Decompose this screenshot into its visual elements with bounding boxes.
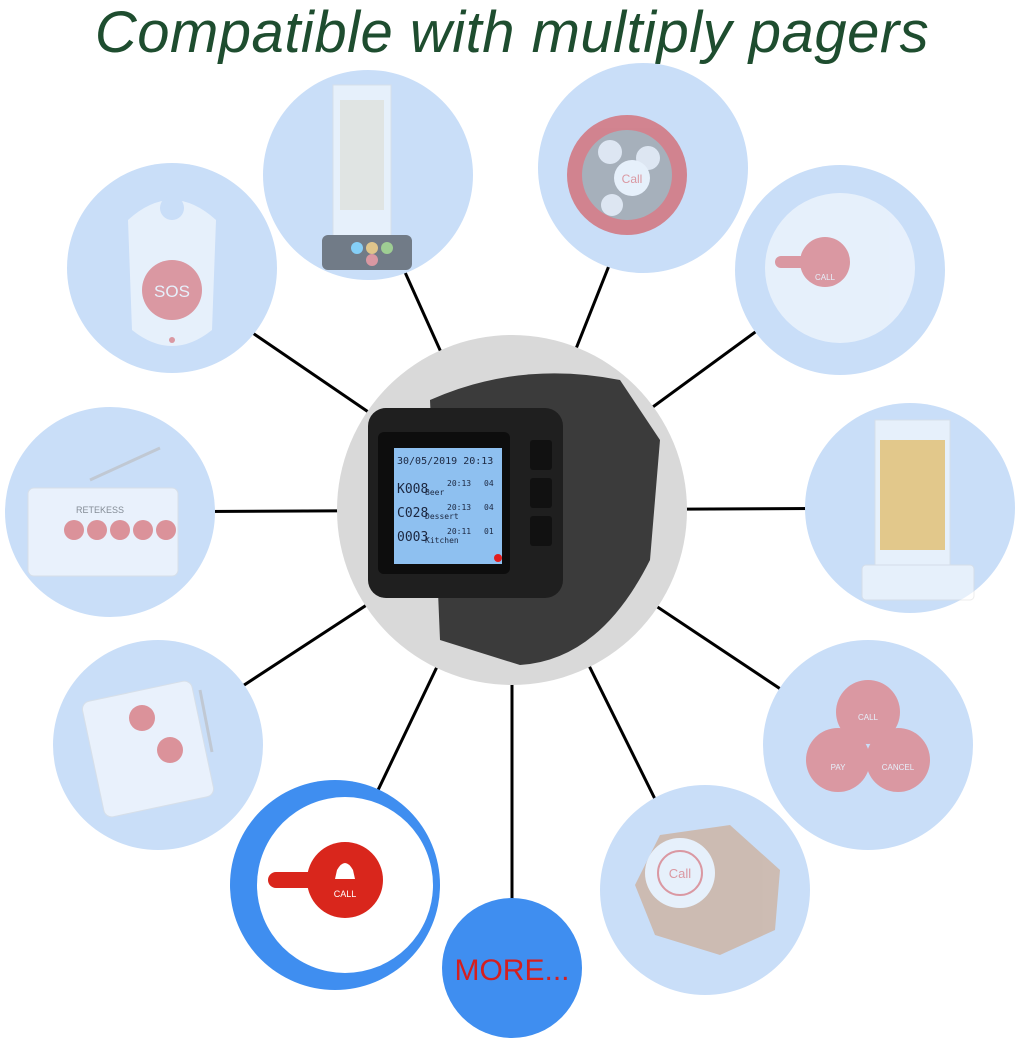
three-button-pager-icon: CALL PAY CANCEL	[806, 680, 930, 792]
watch-row-time: 20:13	[447, 503, 471, 512]
watch-row-num: 04	[484, 479, 494, 488]
three-pay-label: PAY	[831, 763, 846, 772]
round-call-button-icon: Call	[567, 115, 687, 235]
call-white-label: CALL	[815, 273, 836, 282]
sos-label: SOS	[154, 282, 190, 301]
highlight-call-label: CALL	[334, 889, 357, 899]
remote-5-brand: RETEKESS	[76, 505, 124, 515]
watch-row-time: 20:13	[447, 479, 471, 488]
watch-row-label: Kitchen	[425, 536, 459, 545]
watch-row-code: C028	[397, 506, 428, 521]
watch-date-time: 30/05/2019 20:13	[397, 456, 493, 467]
watch-row-label: Dessert	[425, 512, 459, 521]
page-title: Compatible with multiply pagers	[94, 0, 930, 65]
remote-2-key-icon	[81, 680, 215, 818]
remote-5-key-icon: RETEKESS	[27, 446, 179, 577]
watch-row-num: 01	[484, 527, 494, 536]
wrist-watch-receiver: 30/05/2019 20:13 K008 Beer 20:13 04 C028…	[368, 373, 660, 665]
table-sign-icon	[861, 419, 975, 601]
watch-row-time: 20:11	[447, 527, 471, 536]
three-cancel-label: CANCEL	[882, 763, 915, 772]
pager-circle-three-button	[763, 640, 973, 850]
more-label[interactable]: MORE...	[454, 954, 570, 987]
round-call-label: Call	[622, 172, 643, 186]
call-button-highlight-icon: CALL	[257, 797, 433, 973]
octagon-call-label: Call	[669, 866, 692, 881]
call-button-white-icon: CALL	[765, 193, 915, 343]
octagon-call-button-icon: Call	[635, 825, 780, 955]
menu-holder-icon	[322, 84, 412, 270]
watch-row-num: 04	[484, 503, 494, 512]
watch-row-code: K008	[397, 482, 428, 497]
sos-button-icon: SOS	[128, 196, 216, 346]
three-call-label: CALL	[858, 713, 879, 722]
watch-row-label: Beer	[425, 488, 444, 497]
more-circle[interactable]	[442, 898, 582, 1038]
watch-row-code: 0003	[397, 530, 428, 545]
watch-screen	[394, 448, 502, 564]
